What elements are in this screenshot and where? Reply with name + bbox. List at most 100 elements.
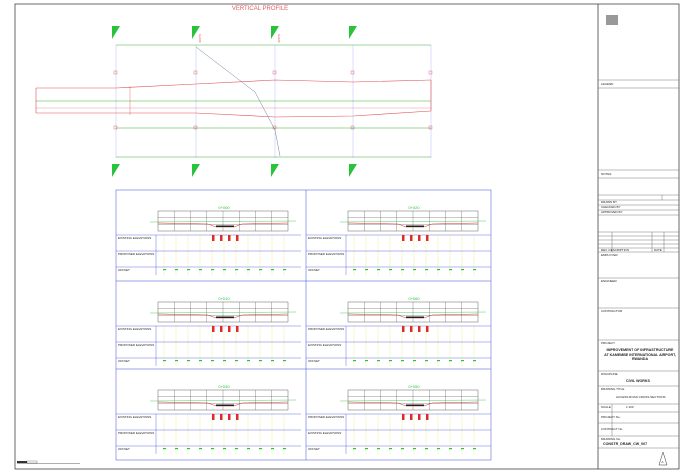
offset-marker [449, 448, 452, 450]
offset-marker [259, 360, 262, 362]
section-chainage: 0+060 [408, 296, 420, 301]
offset-marker [437, 360, 440, 362]
elevation-marker [418, 235, 421, 241]
band-label: PROPOSED ELEVATIONS [118, 431, 154, 435]
approved-by-label: APPROVED BY [601, 210, 623, 214]
offset-marker [413, 360, 416, 362]
offset-marker [235, 269, 238, 271]
offset-marker [437, 448, 440, 450]
offset-marker [163, 448, 166, 450]
offset-marker [377, 269, 380, 271]
section-chainage: 0+000 [218, 205, 230, 210]
offset-marker [235, 360, 238, 362]
offset-marker [473, 360, 476, 362]
elevation-marker [418, 414, 421, 420]
offset-marker [473, 448, 476, 450]
project-no-label: PROJECT No. [601, 415, 621, 419]
existing-ground-section [149, 311, 297, 314]
drawing-title-value: ACCESS ROAD CROSS SECTIONS [616, 395, 666, 399]
north-arrow-icon [658, 451, 668, 466]
offset-marker [199, 269, 202, 271]
offset-marker [247, 269, 250, 271]
offset-marker [187, 269, 190, 271]
profile-title: VERTICAL PROFILE [231, 6, 289, 12]
band-label: EXISTING ELEVATIONS [308, 431, 341, 435]
existing-ground-section [149, 399, 297, 402]
elevation-marker [228, 235, 231, 241]
offset-marker [163, 269, 166, 271]
elevation-marker [402, 326, 405, 332]
proposed-grade-line [36, 110, 432, 118]
offset-marker [271, 269, 274, 271]
offset-marker [259, 269, 262, 271]
existing-ground-section [339, 311, 487, 314]
offset-marker [437, 269, 440, 271]
contractor-label: CONTRACTOR [601, 309, 623, 313]
existing-ground-section [149, 220, 297, 223]
elevation-marker [228, 326, 231, 332]
offset-marker [401, 269, 404, 271]
elevation-marker [426, 235, 429, 241]
elevation-marker [236, 235, 239, 241]
offset-marker [461, 269, 464, 271]
engineer-label: ENGINEER [601, 279, 617, 283]
offset-marker [389, 448, 392, 450]
existing-ground-line [36, 79, 432, 89]
pavement-layer [406, 404, 424, 406]
pavement-layer [216, 404, 234, 406]
elevation-marker [236, 414, 239, 420]
band-label: OFFSET [118, 268, 130, 272]
offset-marker [283, 448, 286, 450]
vertical-profile: 0+000 0+020 [35, 26, 433, 177]
elevation-marker [236, 326, 239, 332]
elevation-marker [220, 235, 223, 241]
offset-marker [163, 360, 166, 362]
elevation-marker [220, 326, 223, 332]
elevation-marker [228, 414, 231, 420]
offset-marker [187, 360, 190, 362]
band-label: EXISTING ELEVATIONS [118, 236, 151, 240]
project-label: PROJECT [601, 341, 616, 345]
band-label: PROPOSED ELEVATIONS [118, 252, 154, 256]
offset-marker [401, 448, 404, 450]
drawing-title-label: DRAWING TITLE [601, 387, 625, 391]
employer-label: EMPLOYER [601, 253, 618, 257]
offset-marker [211, 269, 214, 271]
offset-marker [283, 269, 286, 271]
band-label: OFFSET [118, 447, 130, 451]
scale-value: 1:100 [626, 405, 634, 409]
elevation-marker [212, 326, 215, 332]
band-label: PROPOSED ELEVATIONS [308, 327, 344, 331]
offset-marker [211, 448, 214, 450]
drawing-no-label: DRAWING No. [601, 437, 621, 441]
offset-marker [449, 360, 452, 362]
elevation-marker [410, 326, 413, 332]
band-label: PROPOSED ELEVATIONS [118, 343, 154, 347]
offset-marker [187, 448, 190, 450]
band-label: OFFSET [118, 359, 130, 363]
revision-header: REV. DESCRIPTION [601, 248, 630, 252]
band-label: EXISTING ELEVATIONS [118, 327, 151, 331]
offset-marker [283, 360, 286, 362]
offset-marker [473, 269, 476, 271]
offset-marker [259, 448, 262, 450]
legend-label: LEGEND [601, 82, 614, 86]
pavement-layer [406, 225, 424, 227]
discipline-value: CIVIL WORKS [626, 379, 650, 383]
band-label: OFFSET [308, 447, 320, 451]
section-chainage: 0+030 [218, 384, 230, 389]
offset-marker [211, 360, 214, 362]
offset-marker [175, 269, 178, 271]
offset-marker [199, 448, 202, 450]
offset-marker [247, 360, 250, 362]
offset-marker [223, 448, 226, 450]
band-label: OFFSET [308, 268, 320, 272]
offset-marker [247, 448, 250, 450]
checked-by-label: CHECKED BY [601, 205, 621, 209]
notes-label: NOTES [601, 172, 612, 176]
offset-marker [175, 448, 178, 450]
offset-marker [377, 360, 380, 362]
band-label: EXISTING ELEVATIONS [308, 343, 341, 347]
